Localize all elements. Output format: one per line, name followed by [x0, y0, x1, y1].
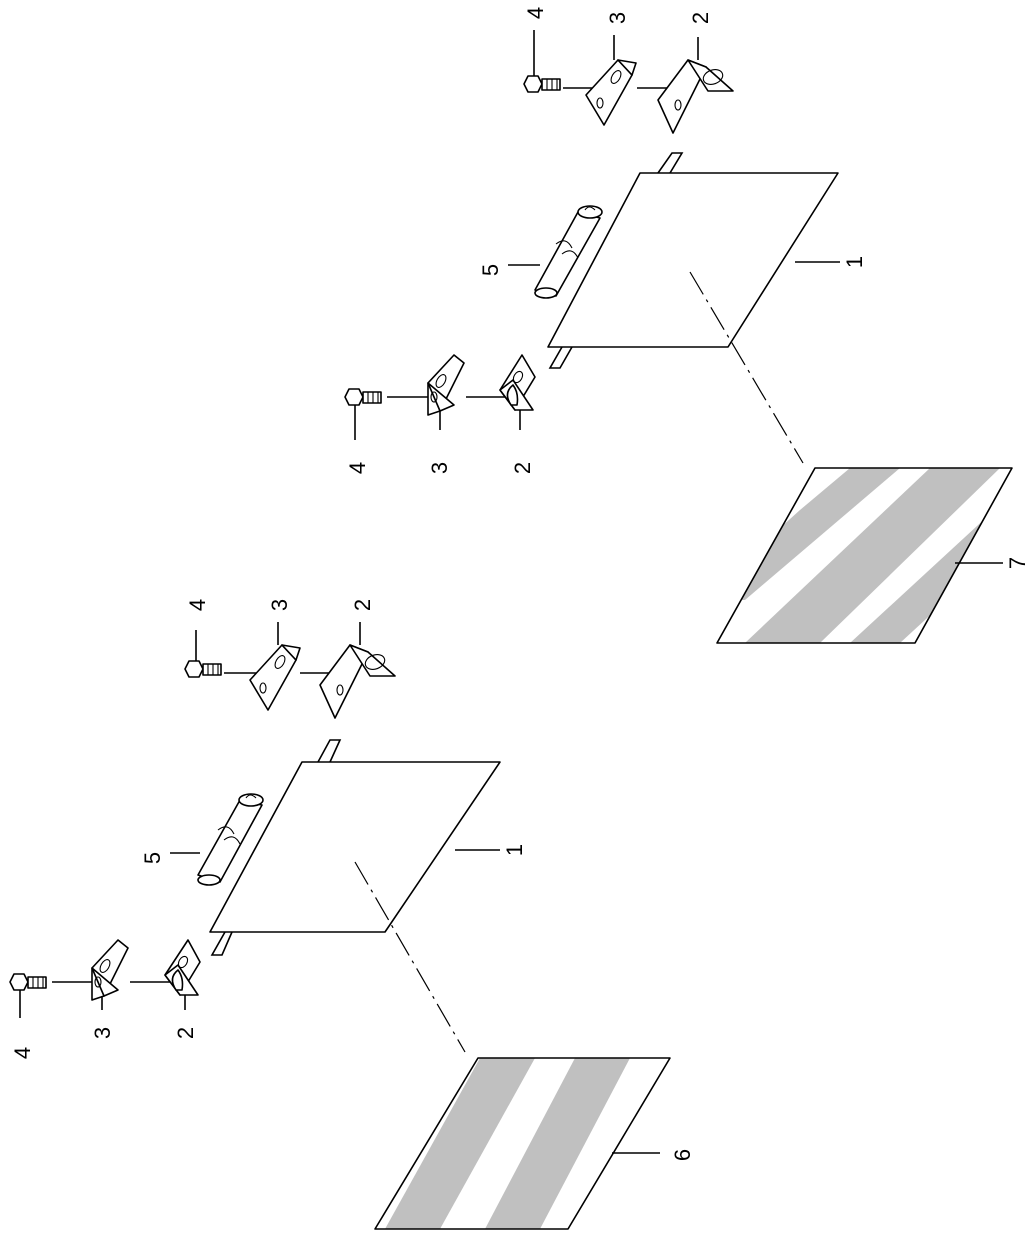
plate-left — [91, 939, 129, 1010]
callout-2-right: 2 — [350, 599, 375, 611]
center-line-b — [689, 271, 804, 464]
bolt-left — [9, 973, 47, 1018]
callout-1: 1 — [502, 844, 527, 856]
callout-7: 7 — [1005, 557, 1030, 569]
callout-2-right-b: 2 — [688, 12, 713, 24]
seal-strip-5 — [197, 793, 264, 886]
bolt-right-b — [523, 30, 561, 93]
bracket-left — [164, 939, 201, 1010]
callout-4-left-b: 4 — [345, 462, 370, 474]
callout-2-left: 2 — [173, 1027, 198, 1039]
panel-1-b — [547, 152, 839, 369]
plate-left-b — [427, 354, 465, 430]
assembly-b: 4 3 2 4 3 2 5 1 7 — [344, 7, 1030, 644]
callout-5: 5 — [140, 852, 165, 864]
callout-2-left-b: 2 — [510, 462, 535, 474]
callout-3-right-b: 3 — [605, 12, 630, 24]
callout-3-right: 3 — [267, 599, 292, 611]
center-line — [354, 861, 466, 1053]
assembly-a: 4 3 2 4 3 2 5 1 6 — [9, 599, 695, 1230]
bracket-right — [319, 622, 396, 719]
callout-1-b: 1 — [842, 256, 867, 268]
sign-panel-6 — [374, 1057, 671, 1230]
callout-3-left: 3 — [90, 1027, 115, 1039]
plate-right — [249, 622, 301, 711]
callout-5-b: 5 — [478, 264, 503, 276]
panel-1 — [209, 739, 501, 956]
callout-4-left: 4 — [10, 1047, 35, 1059]
sign-panel-7 — [716, 467, 1013, 644]
callout-4-right: 4 — [185, 599, 210, 611]
bolt-right — [184, 630, 222, 678]
callout-6: 6 — [670, 1149, 695, 1161]
bracket-left-b — [499, 354, 536, 430]
callout-4-right-b: 4 — [523, 7, 548, 19]
seal-strip-5-b — [534, 205, 603, 299]
plate-right-b — [585, 35, 637, 126]
callout-3-left-b: 3 — [427, 462, 452, 474]
bolt-left-b — [344, 388, 382, 440]
bracket-right-b — [657, 37, 734, 134]
